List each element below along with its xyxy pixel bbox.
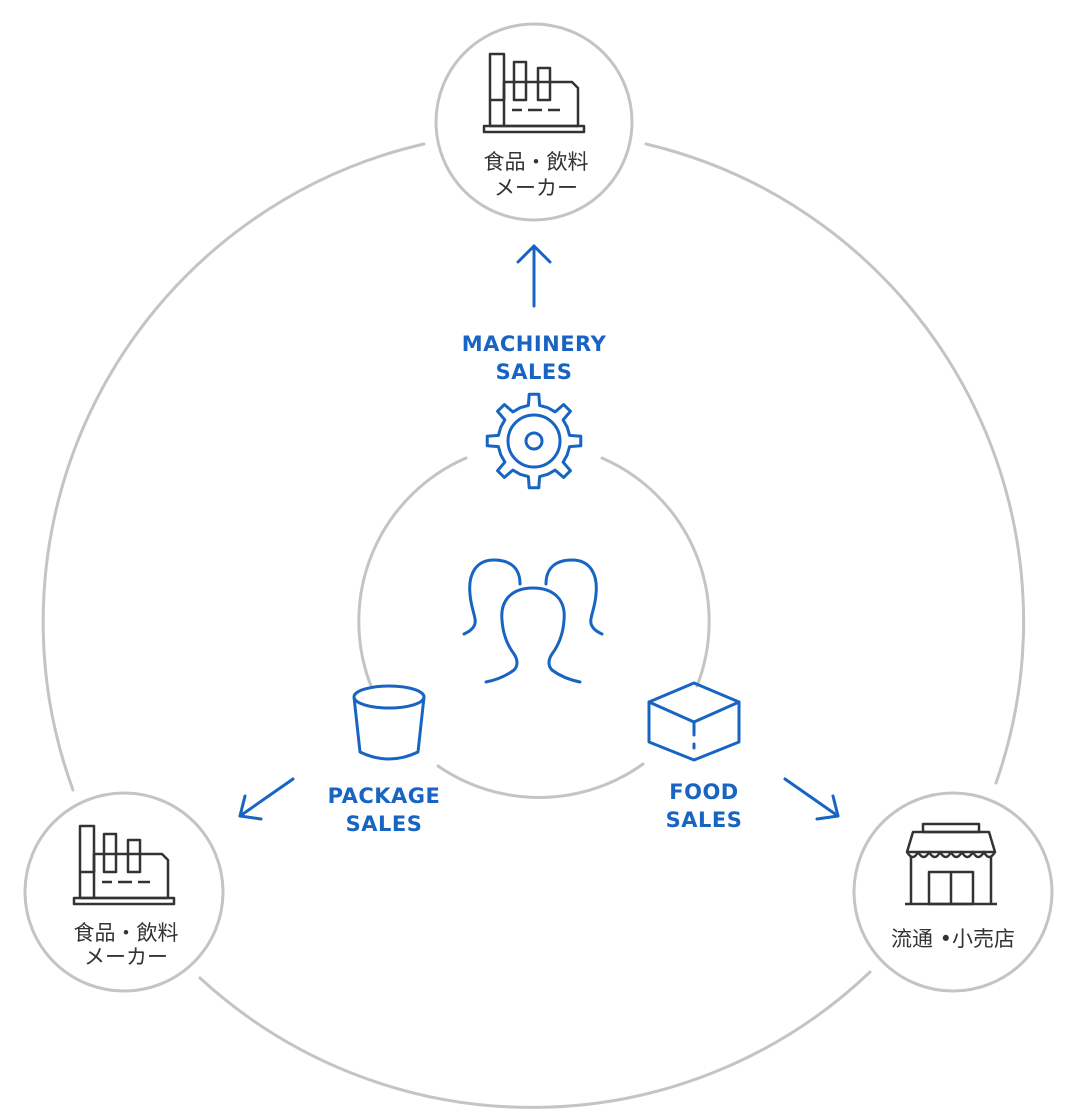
node-right-retail[interactable]: 流通 •小売店 xyxy=(852,791,1054,993)
node-right-circle xyxy=(852,791,1054,993)
inner-ring-bottom-arc xyxy=(436,762,645,799)
node-top-label-line1: 食品・飲料 xyxy=(484,150,589,174)
node-left-label-line2: メーカー xyxy=(84,945,168,969)
outer-ring-left-arc xyxy=(41,142,426,792)
node-top-maker[interactable]: 食品・飲料 メーカー xyxy=(434,22,634,222)
node-left-circle xyxy=(23,791,225,993)
node-top-label-line2: メーカー xyxy=(494,176,578,200)
flow-package[interactable]: PACKAGE SALES xyxy=(238,684,441,836)
node-right-label: 流通 •小売店 xyxy=(891,927,1015,951)
inner-ring xyxy=(357,456,711,799)
arrow-up-icon xyxy=(516,244,552,308)
flow-food[interactable]: FOOD SALES xyxy=(647,681,840,832)
flow-machinery[interactable]: MACHINERY SALES xyxy=(462,244,607,490)
arrow-down-left-icon xyxy=(238,777,295,821)
inner-ring-right-arc xyxy=(600,456,711,688)
outer-ring-right-arc xyxy=(644,142,1026,785)
node-left-maker[interactable]: 食品・飲料 メーカー xyxy=(23,791,225,993)
people-group-icon xyxy=(462,558,604,684)
flow-food-label-line1: FOOD xyxy=(669,780,738,804)
inner-ring-left-arc xyxy=(357,456,468,688)
flow-food-label-line2: SALES xyxy=(666,808,743,832)
flow-package-label-line1: PACKAGE xyxy=(328,784,441,808)
outer-ring-bottom-arc xyxy=(198,970,872,1109)
box-icon xyxy=(647,681,741,762)
storefront-icon xyxy=(905,822,997,906)
outer-ring xyxy=(41,142,1026,1109)
factory-icon xyxy=(72,824,176,906)
flow-package-label-line2: SALES xyxy=(346,812,423,836)
factory-icon xyxy=(482,52,586,134)
node-top-circle xyxy=(434,22,634,222)
flow-machinery-label-line1: MACHINERY xyxy=(462,332,607,356)
flow-machinery-label-line2: SALES xyxy=(496,360,573,384)
node-left-label-line1: 食品・飲料 xyxy=(74,921,179,945)
gear-icon xyxy=(485,392,583,490)
cup-icon xyxy=(352,684,426,761)
arrow-down-right-icon xyxy=(783,777,840,821)
